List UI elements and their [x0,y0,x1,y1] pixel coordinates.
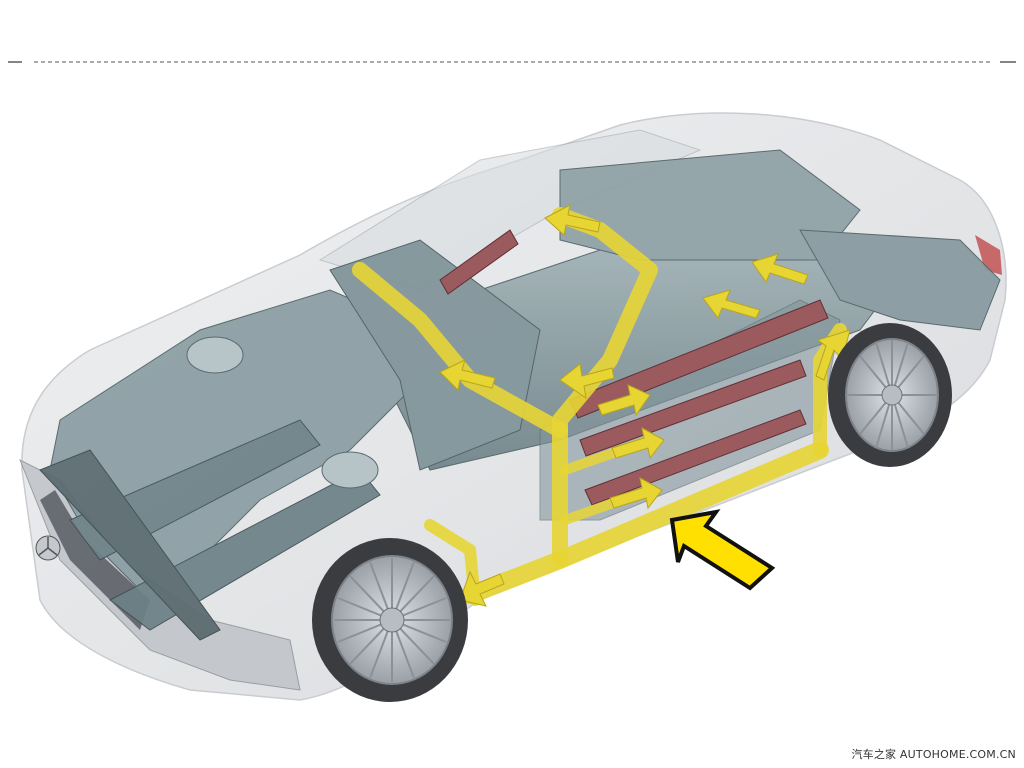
impact-arrow-icon [669,509,776,591]
rear-lamp [975,235,1002,275]
load-flow-arrow-icon [439,359,496,392]
load-flow-arrow-icon [751,253,809,285]
roll-bar-reinforcement [439,229,519,295]
front-emblem [35,535,61,561]
load-flow-arrows [439,204,851,607]
load-flow-arrow-icon [609,477,663,510]
load-flow-arrow-icon [611,427,665,460]
watermark: 汽车之家 AUTOHOME.COM.CN [851,748,1016,761]
load-flow-arrow-icon [544,204,601,236]
front-wheel [312,538,468,702]
load-flow-arrow-icon [597,384,651,417]
load-flow-arrow-icon [459,570,505,607]
load-flow-arrow-icon [559,363,615,400]
load-flow-arrow-icon [702,289,761,320]
rear-wheel [828,323,952,467]
